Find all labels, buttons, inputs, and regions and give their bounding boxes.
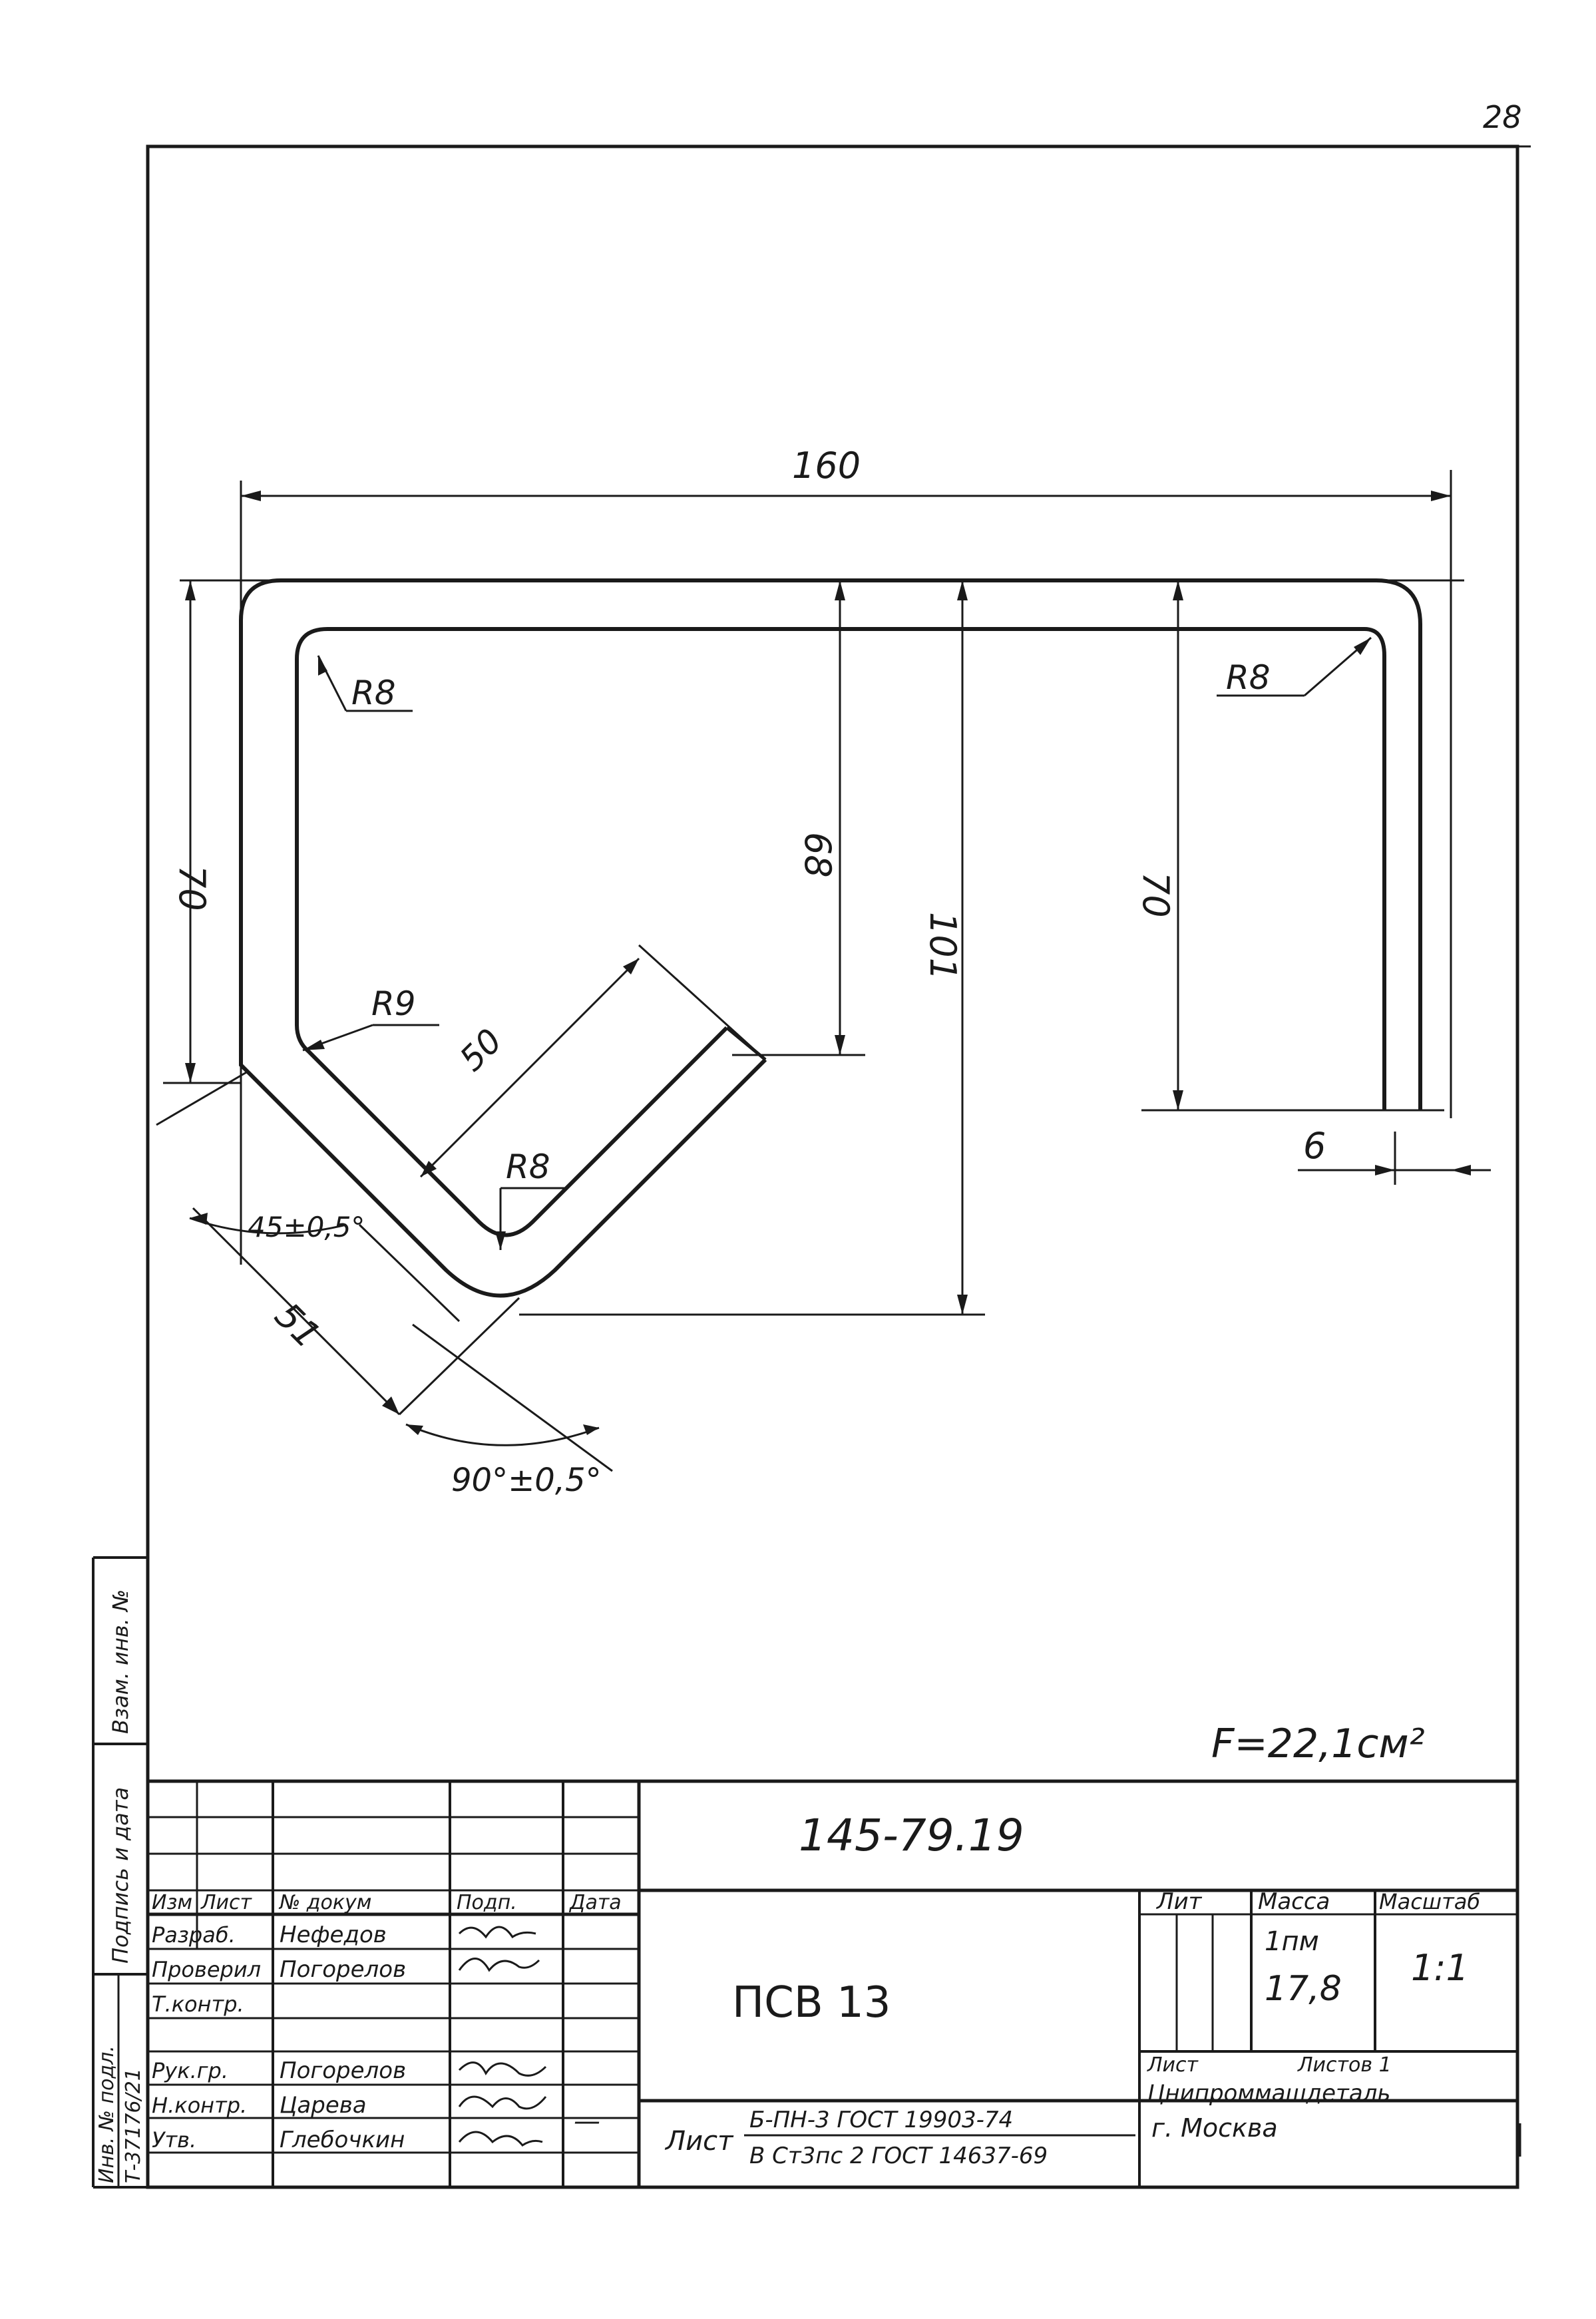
sheet-frame: [146, 144, 1531, 2189]
dim-width-160: [240, 470, 1452, 1118]
dim-68: [732, 580, 865, 1056]
role-4: Рук.гр.: [152, 2058, 228, 2083]
material-list-label: Лист: [664, 2126, 734, 2157]
scale-value: 1:1: [1411, 1947, 1469, 1989]
label-101: 101: [922, 912, 964, 980]
area-label: F=22,1см²: [1211, 1721, 1425, 1767]
hdr-izm: Изм: [152, 1891, 192, 1914]
name-6: Глебочкин: [280, 2127, 405, 2153]
hdr-list: Лист: [200, 1891, 253, 1914]
dim-thickness-6: [1298, 1132, 1491, 1185]
dim-50: [358, 944, 767, 1323]
dim-angle-90: [405, 1423, 600, 1446]
material-bottom: В Ст3пс 2 ГОСТ 14637-69: [749, 2143, 1048, 2169]
label-r8-top-left: R8: [351, 674, 396, 712]
part-name: ПСВ 13: [732, 1978, 891, 2027]
signatures: [458, 1926, 547, 2147]
leader-r8-top-left: [317, 655, 413, 712]
name-4: Погорелов: [280, 2057, 406, 2084]
title-block-frame: [92, 1556, 1517, 2189]
label-r8-top-right: R8: [1226, 658, 1271, 697]
role-5: Н.контр.: [152, 2093, 247, 2118]
mass-unit: 1пм: [1265, 1926, 1319, 1957]
scale-label: Масштаб: [1379, 1889, 1480, 1914]
hdr-doc: № докум: [278, 1891, 371, 1914]
label-50: 50: [452, 1021, 509, 1078]
label-6: 6: [1303, 1125, 1326, 1167]
hdr-date: Дата: [568, 1891, 622, 1914]
role-1: Разраб.: [152, 1922, 236, 1948]
organization-2: г. Москва: [1151, 2113, 1278, 2143]
label-right-70: 70: [1135, 872, 1177, 918]
role-6: Утв.: [152, 2127, 196, 2153]
mass-label: Масса: [1258, 1888, 1330, 1915]
side-inv-orig: Инв. № подл.: [95, 2045, 118, 2183]
label-160: 160: [792, 445, 861, 487]
sheet-number: 28: [1483, 99, 1522, 135]
label-angle-45: 45±0,5°: [248, 1211, 365, 1243]
side-inv-number: Т-37176/21: [122, 2068, 145, 2183]
role-3: Т.контр.: [152, 1992, 244, 2017]
label-r8-bottom: R8: [506, 1148, 550, 1186]
label-angle-90: 90°±0,5°: [451, 1462, 602, 1499]
label-51: 51: [267, 1295, 329, 1357]
side-replace-inv: Взам. инв. №: [108, 1589, 133, 1734]
role-2: Проверил: [152, 1957, 261, 1982]
leader-r8-top-right: [1217, 636, 1372, 697]
leader-r8-bottom: [495, 1187, 566, 1250]
label-left-70: 70: [171, 865, 213, 911]
sheet-label: Лист: [1147, 2053, 1199, 2077]
mass-value: 17,8: [1265, 1969, 1342, 2009]
dim-51: [156, 1070, 613, 1472]
sheets-label: Листов 1: [1297, 2053, 1392, 2077]
dim-left-70: [163, 579, 241, 1084]
doc-code: 145-79.19: [799, 1810, 1024, 1861]
label-r9: R9: [371, 984, 416, 1023]
organization-1: Цнипроммашдеталь: [1147, 2080, 1390, 2107]
name-2: Погорелов: [280, 1956, 406, 1983]
material-top: Б-ПН-3 ГОСТ 19903-74: [749, 2107, 1013, 2133]
dash: —: [574, 2106, 600, 2137]
side-sign-date: Подпись и дата: [108, 1787, 133, 1964]
name-5: Царева: [280, 2092, 367, 2119]
lit-label: Лит: [1155, 1888, 1203, 1915]
hdr-sign: Подп.: [457, 1891, 517, 1914]
dim-101: [519, 580, 985, 1316]
label-68: 68: [797, 832, 839, 878]
dim-angle-45: [189, 1065, 347, 1265]
name-1: Нефедов: [280, 1922, 387, 1948]
leader-r9: [302, 1024, 439, 1052]
dim-right-70: [1141, 580, 1444, 1112]
